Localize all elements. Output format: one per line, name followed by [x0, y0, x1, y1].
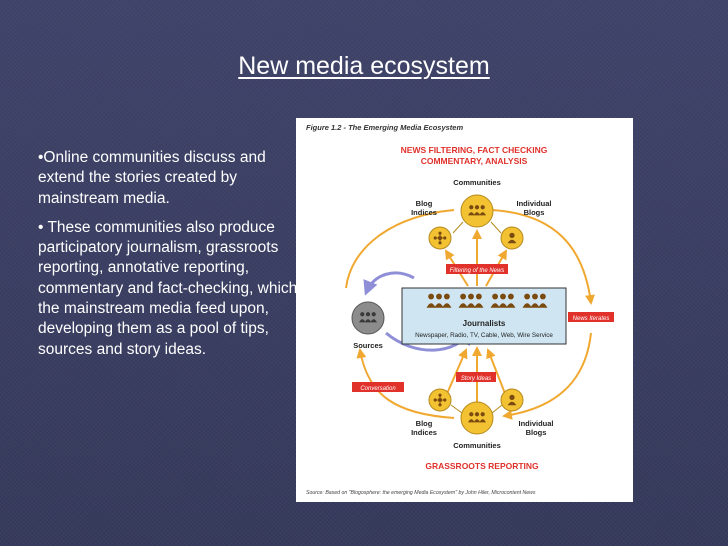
communities-bottom-node: [460, 401, 494, 435]
journalists-label: Journalists: [463, 319, 506, 328]
bullet-item: • These communities also produce partici…: [38, 218, 298, 358]
communities-top-node: [460, 194, 494, 228]
top-heading-line1: NEWS FILTERING, FACT CHECKING: [401, 145, 548, 155]
sources-node: [351, 301, 385, 335]
story-ideas-label: Story Ideas: [461, 376, 491, 382]
link-line: [450, 404, 463, 414]
media-ecosystem-figure: Figure 1.2 - The Emerging Media Ecosyste…: [296, 118, 633, 502]
bottom-heading: GRASSROOTS REPORTING: [425, 461, 539, 471]
bullet-list: •Online communities discuss and extend t…: [38, 148, 306, 369]
filtering-label: Filtering of the News: [450, 268, 505, 274]
link-line: [452, 221, 464, 234]
individual-blogs-top-label-1: Individual: [516, 199, 551, 208]
conversation-label: Conversation: [360, 386, 396, 392]
journalists-sub-label: Newspaper, Radio, TV, Cable, Web, Wire S…: [415, 332, 553, 339]
arrow-bottom-left: [356, 348, 455, 419]
blog-indices-top-label-1: Blog: [416, 199, 433, 208]
ecosystem-diagram: Figure 1.2 - The Emerging Media Ecosyste…: [306, 123, 614, 496]
arrow-purple-to-sources: [363, 271, 415, 296]
blog-indices-top-label-2: Indices: [411, 208, 437, 217]
communities-bottom-label: Communities: [453, 441, 501, 450]
individual-blogs-bottom-label-2: Blogs: [526, 428, 547, 437]
arrow-bottom-right: [502, 332, 592, 420]
top-heading-line2: COMMENTARY, ANALYSIS: [421, 156, 528, 166]
arrow-down-right: [486, 348, 507, 397]
conversation-box: [352, 382, 404, 392]
news-iterates-label: News Iterates: [573, 316, 610, 322]
arrow-top-right: [491, 209, 595, 305]
filtering-label-box: [446, 264, 508, 274]
bullet-item: •Online communities discuss and extend t…: [38, 149, 266, 207]
communities-top-label: Communities: [453, 178, 501, 187]
figure-caption: Figure 1.2 - The Emerging Media Ecosyste…: [306, 123, 463, 132]
individual-blogs-top-label-2: Blogs: [524, 208, 545, 217]
news-iterates-box: [568, 312, 614, 322]
link-line: [491, 404, 503, 414]
individual-blogs-bottom-label-1: Individual: [518, 419, 553, 428]
blog-indices-bottom-label-1: Blog: [416, 419, 433, 428]
arrow-top-left: [345, 209, 455, 289]
link-line: [490, 221, 502, 234]
blog-indices-bottom-label-2: Indices: [411, 428, 437, 437]
slide-title: New media ecosystem: [238, 52, 490, 80]
story-ideas-box: [456, 372, 496, 382]
figure-source-note: Source: Based on "Blogosphere: the emerg…: [306, 490, 536, 496]
sources-label: Sources: [353, 341, 383, 350]
